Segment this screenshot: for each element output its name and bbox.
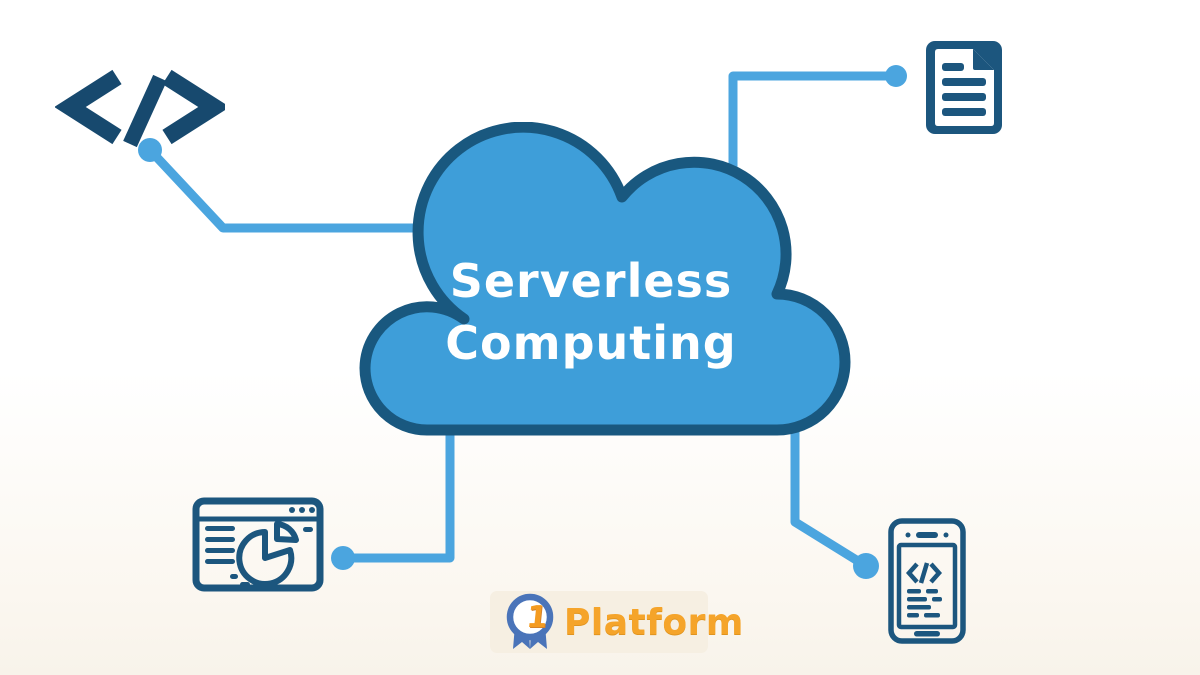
- brand-logo-panel: 1 Platform: [490, 591, 743, 653]
- medal-badge-icon: 1: [504, 592, 556, 652]
- title-line-2: Computing: [445, 316, 737, 370]
- connector-cloud-to-phone: [790, 412, 869, 570]
- connector-cloud-to-dashboard: [343, 415, 455, 563]
- analytics-dashboard-icon: [192, 497, 324, 592]
- connector-endpoint-dot: [138, 138, 162, 162]
- medal-ribbon-icon: [506, 593, 554, 649]
- cloud-shape: [359, 122, 851, 436]
- connector-code-to-cloud: [146, 146, 428, 233]
- brand-logo-text: Platform: [564, 601, 744, 643]
- connector-endpoint-dot: [885, 65, 907, 87]
- connector-endpoint-dot: [853, 553, 879, 579]
- document-icon: [926, 41, 1002, 134]
- code-icon: [55, 69, 225, 148]
- mobile-code-icon: [888, 518, 966, 644]
- badge-number: 1: [524, 600, 550, 635]
- diagram-title: Serverless Computing: [426, 250, 756, 374]
- connector-endpoint-dot: [331, 546, 355, 570]
- title-line-1: Serverless: [449, 254, 733, 308]
